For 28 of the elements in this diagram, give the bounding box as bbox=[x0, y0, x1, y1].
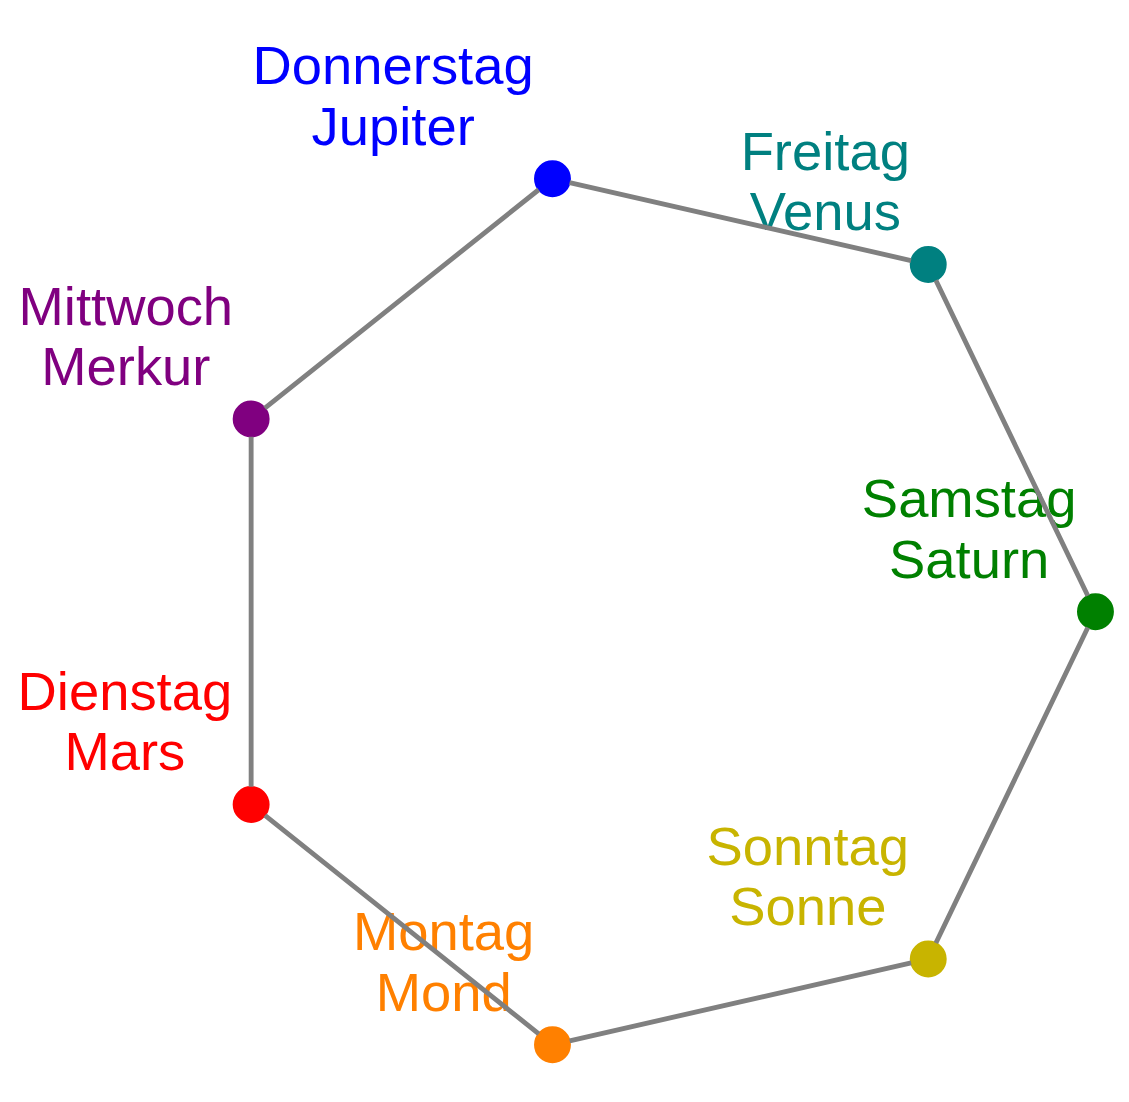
node-circle bbox=[232, 785, 270, 823]
node-circle bbox=[534, 1025, 571, 1063]
connector bbox=[263, 813, 541, 1036]
node-circle bbox=[1077, 592, 1114, 630]
node-label: Samstag bbox=[861, 467, 1077, 529]
connector bbox=[263, 187, 541, 410]
node-label: Merkur bbox=[41, 335, 211, 397]
node-label: Jupiter bbox=[311, 95, 475, 157]
connector bbox=[569, 179, 912, 263]
connector bbox=[933, 278, 1090, 597]
node-label: Montag bbox=[352, 900, 535, 962]
node-label: Dienstag bbox=[17, 660, 233, 722]
node-label: Sonne bbox=[729, 875, 887, 937]
connector bbox=[933, 626, 1091, 944]
connector bbox=[248, 436, 254, 787]
node-label: Donnerstag bbox=[252, 34, 534, 96]
node-label: Freitag bbox=[740, 120, 910, 182]
node-label: Saturn bbox=[889, 528, 1050, 590]
node-label: Mars bbox=[64, 720, 186, 782]
node-circle bbox=[534, 159, 571, 197]
node-circle bbox=[909, 245, 947, 283]
node-circle bbox=[232, 400, 270, 437]
node-label: Mond bbox=[375, 961, 512, 1023]
connector bbox=[569, 960, 912, 1043]
node-label: Venus bbox=[749, 180, 901, 242]
node-label: Sonntag bbox=[706, 815, 910, 877]
node-label: Mittwoch bbox=[18, 275, 234, 337]
node-circle bbox=[909, 940, 947, 977]
